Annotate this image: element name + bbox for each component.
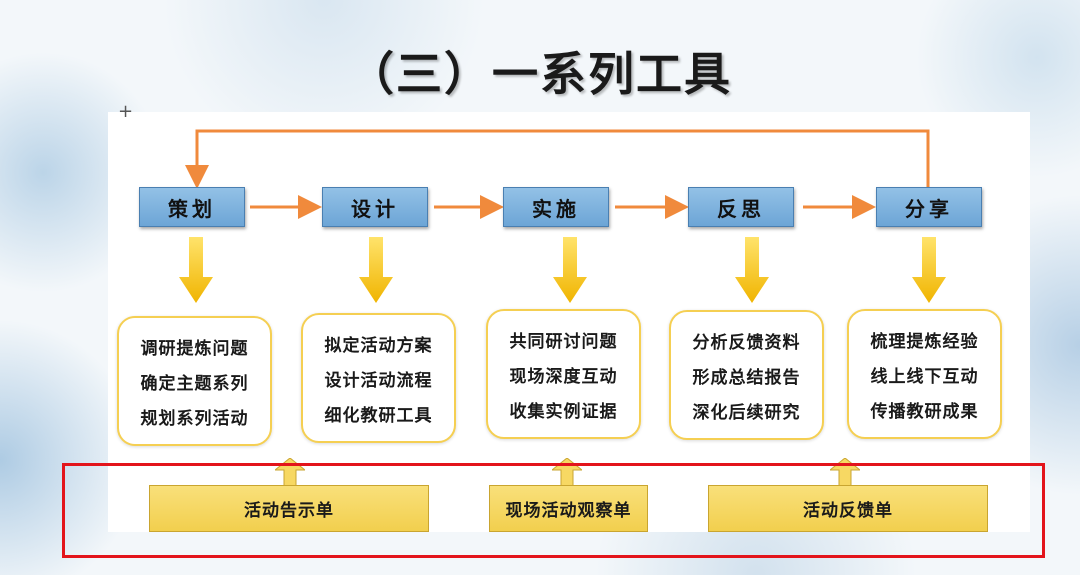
feedback-loop-arrow xyxy=(185,129,930,189)
share-details: 梳理提炼经验 线上线下互动 传播教研成果 xyxy=(847,309,1002,439)
list-item: 拟定活动方案 xyxy=(324,335,433,356)
page-title: （三）一系列工具 xyxy=(348,47,732,101)
implement-details: 共同研讨问题 现场深度互动 收集实例证据 xyxy=(486,309,641,439)
list-item: 形成总结报告 xyxy=(692,367,801,388)
crosshair-cursor-icon: + xyxy=(118,101,134,122)
highlight-frame xyxy=(62,463,1045,558)
list-item: 梳理提炼经验 xyxy=(870,331,979,352)
list-item: 收集实例证据 xyxy=(509,401,618,422)
list-item: 共同研讨问题 xyxy=(509,331,618,352)
down-arrow-icon xyxy=(735,237,769,303)
list-item: 传播教研成果 xyxy=(870,401,979,422)
list-item: 调研提炼问题 xyxy=(140,338,249,359)
design-details: 拟定活动方案 设计活动流程 细化教研工具 xyxy=(301,313,456,443)
list-item: 现场深度互动 xyxy=(509,366,618,387)
down-arrow-icon xyxy=(912,237,946,303)
list-item: 线上线下互动 xyxy=(870,366,979,387)
list-item: 分析反馈资料 xyxy=(692,332,801,353)
stage-share: 分享 xyxy=(876,187,982,227)
stage-implement: 实施 xyxy=(503,187,609,227)
down-arrow-icon xyxy=(179,237,213,303)
stage-reflect: 反思 xyxy=(688,187,794,227)
list-item: 设计活动流程 xyxy=(324,370,433,391)
list-item: 深化后续研究 xyxy=(692,402,801,423)
tool-feedback-sheet: 活动反馈单 xyxy=(708,485,988,532)
reflect-details: 分析反馈资料 形成总结报告 深化后续研究 xyxy=(669,310,824,440)
stage-plan: 策划 xyxy=(139,187,245,227)
stage-design: 设计 xyxy=(322,187,428,227)
down-arrow-icon xyxy=(553,237,587,303)
list-item: 细化教研工具 xyxy=(324,405,433,426)
tool-observation-sheet: 现场活动观察单 xyxy=(489,485,648,532)
list-item: 规划系列活动 xyxy=(140,408,249,429)
down-arrow-icon xyxy=(359,237,393,303)
plan-details: 调研提炼问题 确定主题系列 规划系列活动 xyxy=(117,316,272,446)
list-item: 确定主题系列 xyxy=(140,373,249,394)
tool-activity-notice: 活动告示单 xyxy=(149,485,429,532)
